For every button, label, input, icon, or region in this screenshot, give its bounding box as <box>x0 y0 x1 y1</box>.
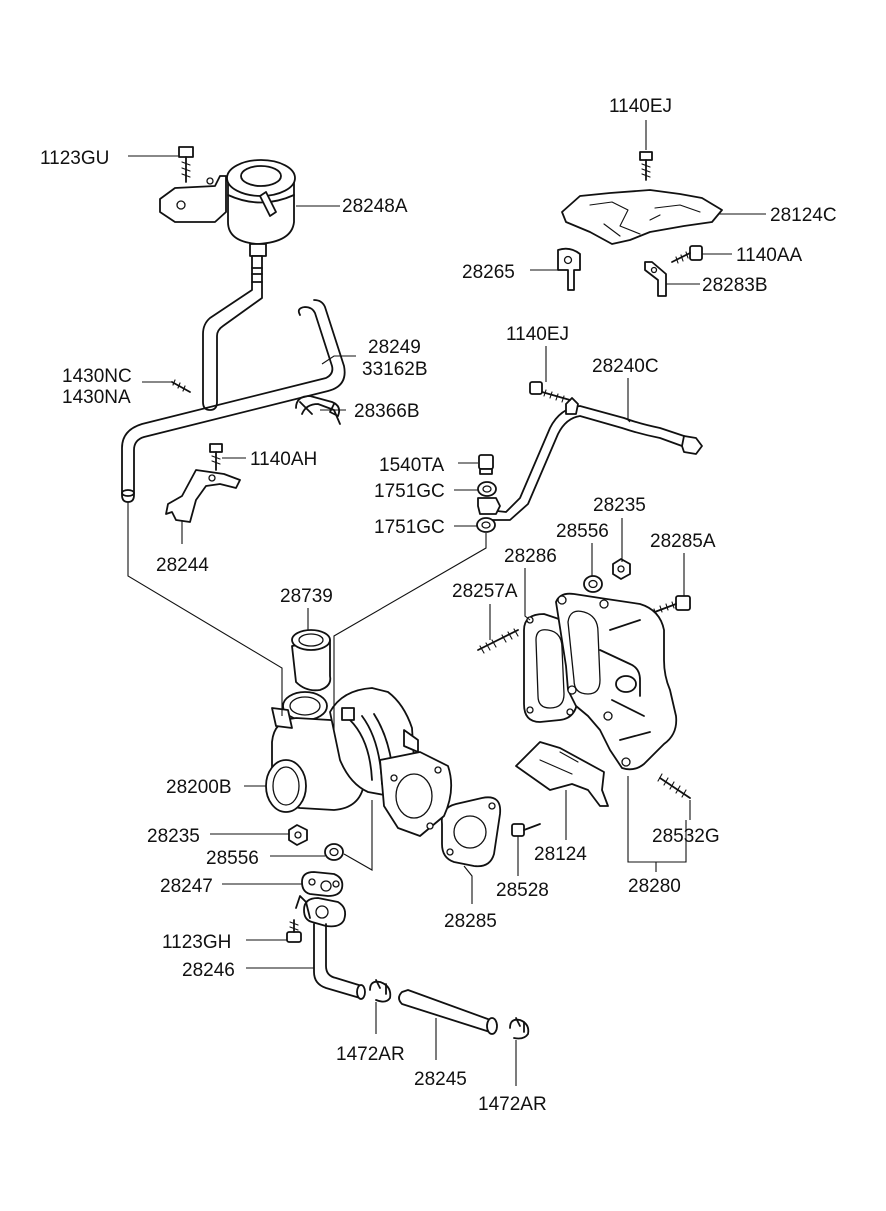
label-28285: 28285 <box>444 911 497 932</box>
bolt-1140AA <box>671 245 703 264</box>
exhaust-manifold-28280 <box>555 592 678 771</box>
gasket-28285 <box>440 796 502 868</box>
label-1140AH: 1140AH <box>250 449 317 470</box>
label-1123GU: 1123GU <box>40 148 109 169</box>
flange-28246 <box>295 895 347 928</box>
label-1751GC-b: 1751GC <box>374 517 445 538</box>
oil-feed-pipe-28240C <box>487 397 703 521</box>
hose-clamp-28366B <box>295 395 341 425</box>
hose-28245 <box>398 989 498 1035</box>
label-1140AA: 1140AA <box>736 245 803 266</box>
bracket-28265 <box>557 247 581 291</box>
label-28283B: 28283B <box>702 275 768 296</box>
actuator-rod <box>202 281 263 411</box>
label-28249: 28249 <box>368 337 421 358</box>
label-28245: 28245 <box>414 1069 467 1090</box>
label-28556-bottom: 28556 <box>206 848 259 869</box>
stud-28532G <box>657 773 691 799</box>
hose-clamp-1472AR-right <box>509 1017 530 1040</box>
label-28200B: 28200B <box>166 777 232 798</box>
heat-shield-28124C <box>561 189 723 245</box>
label-28280: 28280 <box>628 876 681 897</box>
label-28248A: 28248A <box>342 196 408 217</box>
label-1751GC-a: 1751GC <box>374 481 445 502</box>
bolt-28528 <box>511 823 541 837</box>
bracket-28244 <box>165 469 241 523</box>
label-1430NC: 1430NC <box>62 366 132 387</box>
hose-clamp-1472AR-left <box>369 979 392 1003</box>
wastegate-actuator-28248A <box>159 159 296 283</box>
label-28240C: 28240C <box>592 356 659 377</box>
label-1140EJ-top: 1140EJ <box>609 96 672 117</box>
label-28528: 28528 <box>496 880 549 901</box>
intake-elbow-28739 <box>282 629 332 721</box>
label-28286: 28286 <box>504 546 557 567</box>
nut-28235-top <box>612 558 631 580</box>
bolt-1140EJ-top <box>639 151 653 181</box>
label-1123GH: 1123GH <box>162 932 231 953</box>
label-28556-top: 28556 <box>556 521 609 542</box>
washer-1751GC-lower <box>476 517 496 533</box>
stud-28257A <box>477 628 519 654</box>
washer-28556-top <box>583 575 603 593</box>
bracket-28283B <box>644 261 667 297</box>
label-28285A: 28285A <box>650 531 716 552</box>
label-28124: 28124 <box>534 844 587 865</box>
label-1540TA: 1540TA <box>379 455 444 476</box>
turbocharger-28200B <box>265 687 453 837</box>
nut-28235-bottom <box>288 824 308 846</box>
label-33162B: 33162B <box>362 359 428 380</box>
banjo-fitting <box>477 497 501 515</box>
label-28739: 28739 <box>280 586 333 607</box>
label-28265: 28265 <box>462 262 515 283</box>
clip-1430NC <box>171 379 191 393</box>
label-28366B: 28366B <box>354 401 420 422</box>
washer-1751GC-upper <box>477 481 497 497</box>
gasket-28247 <box>301 871 344 897</box>
label-1140EJ-mid: 1140EJ <box>506 324 569 345</box>
washer-28556-bottom <box>324 843 344 861</box>
vacuum-hose-28249 <box>121 299 346 503</box>
heat-shield-28124 <box>515 741 609 807</box>
label-1472AR-left: 1472AR <box>336 1044 405 1065</box>
label-28235-top: 28235 <box>593 495 646 516</box>
label-28124C: 28124C <box>770 205 837 226</box>
bolt-1540TA <box>478 454 494 475</box>
label-28246: 28246 <box>182 960 235 981</box>
label-28247: 28247 <box>160 876 213 897</box>
leader-lines <box>127 120 766 1086</box>
bolt-1123GU <box>178 146 194 183</box>
label-28235-bottom: 28235 <box>147 826 200 847</box>
bolt-1140AH <box>209 443 223 471</box>
label-28532G: 28532G <box>652 826 720 847</box>
label-28244: 28244 <box>156 555 209 576</box>
bolt-1140EJ-mid <box>529 381 571 403</box>
label-1430NA: 1430NA <box>62 387 131 408</box>
bolt-1123GH <box>286 919 302 943</box>
label-1472AR-right: 1472AR <box>478 1094 547 1115</box>
label-28257A: 28257A <box>452 581 518 602</box>
part-labels: 1140EJ 1123GU 28248A 28124C 28265 1140AA… <box>40 96 837 1115</box>
oil-return-pipe <box>313 923 366 1000</box>
